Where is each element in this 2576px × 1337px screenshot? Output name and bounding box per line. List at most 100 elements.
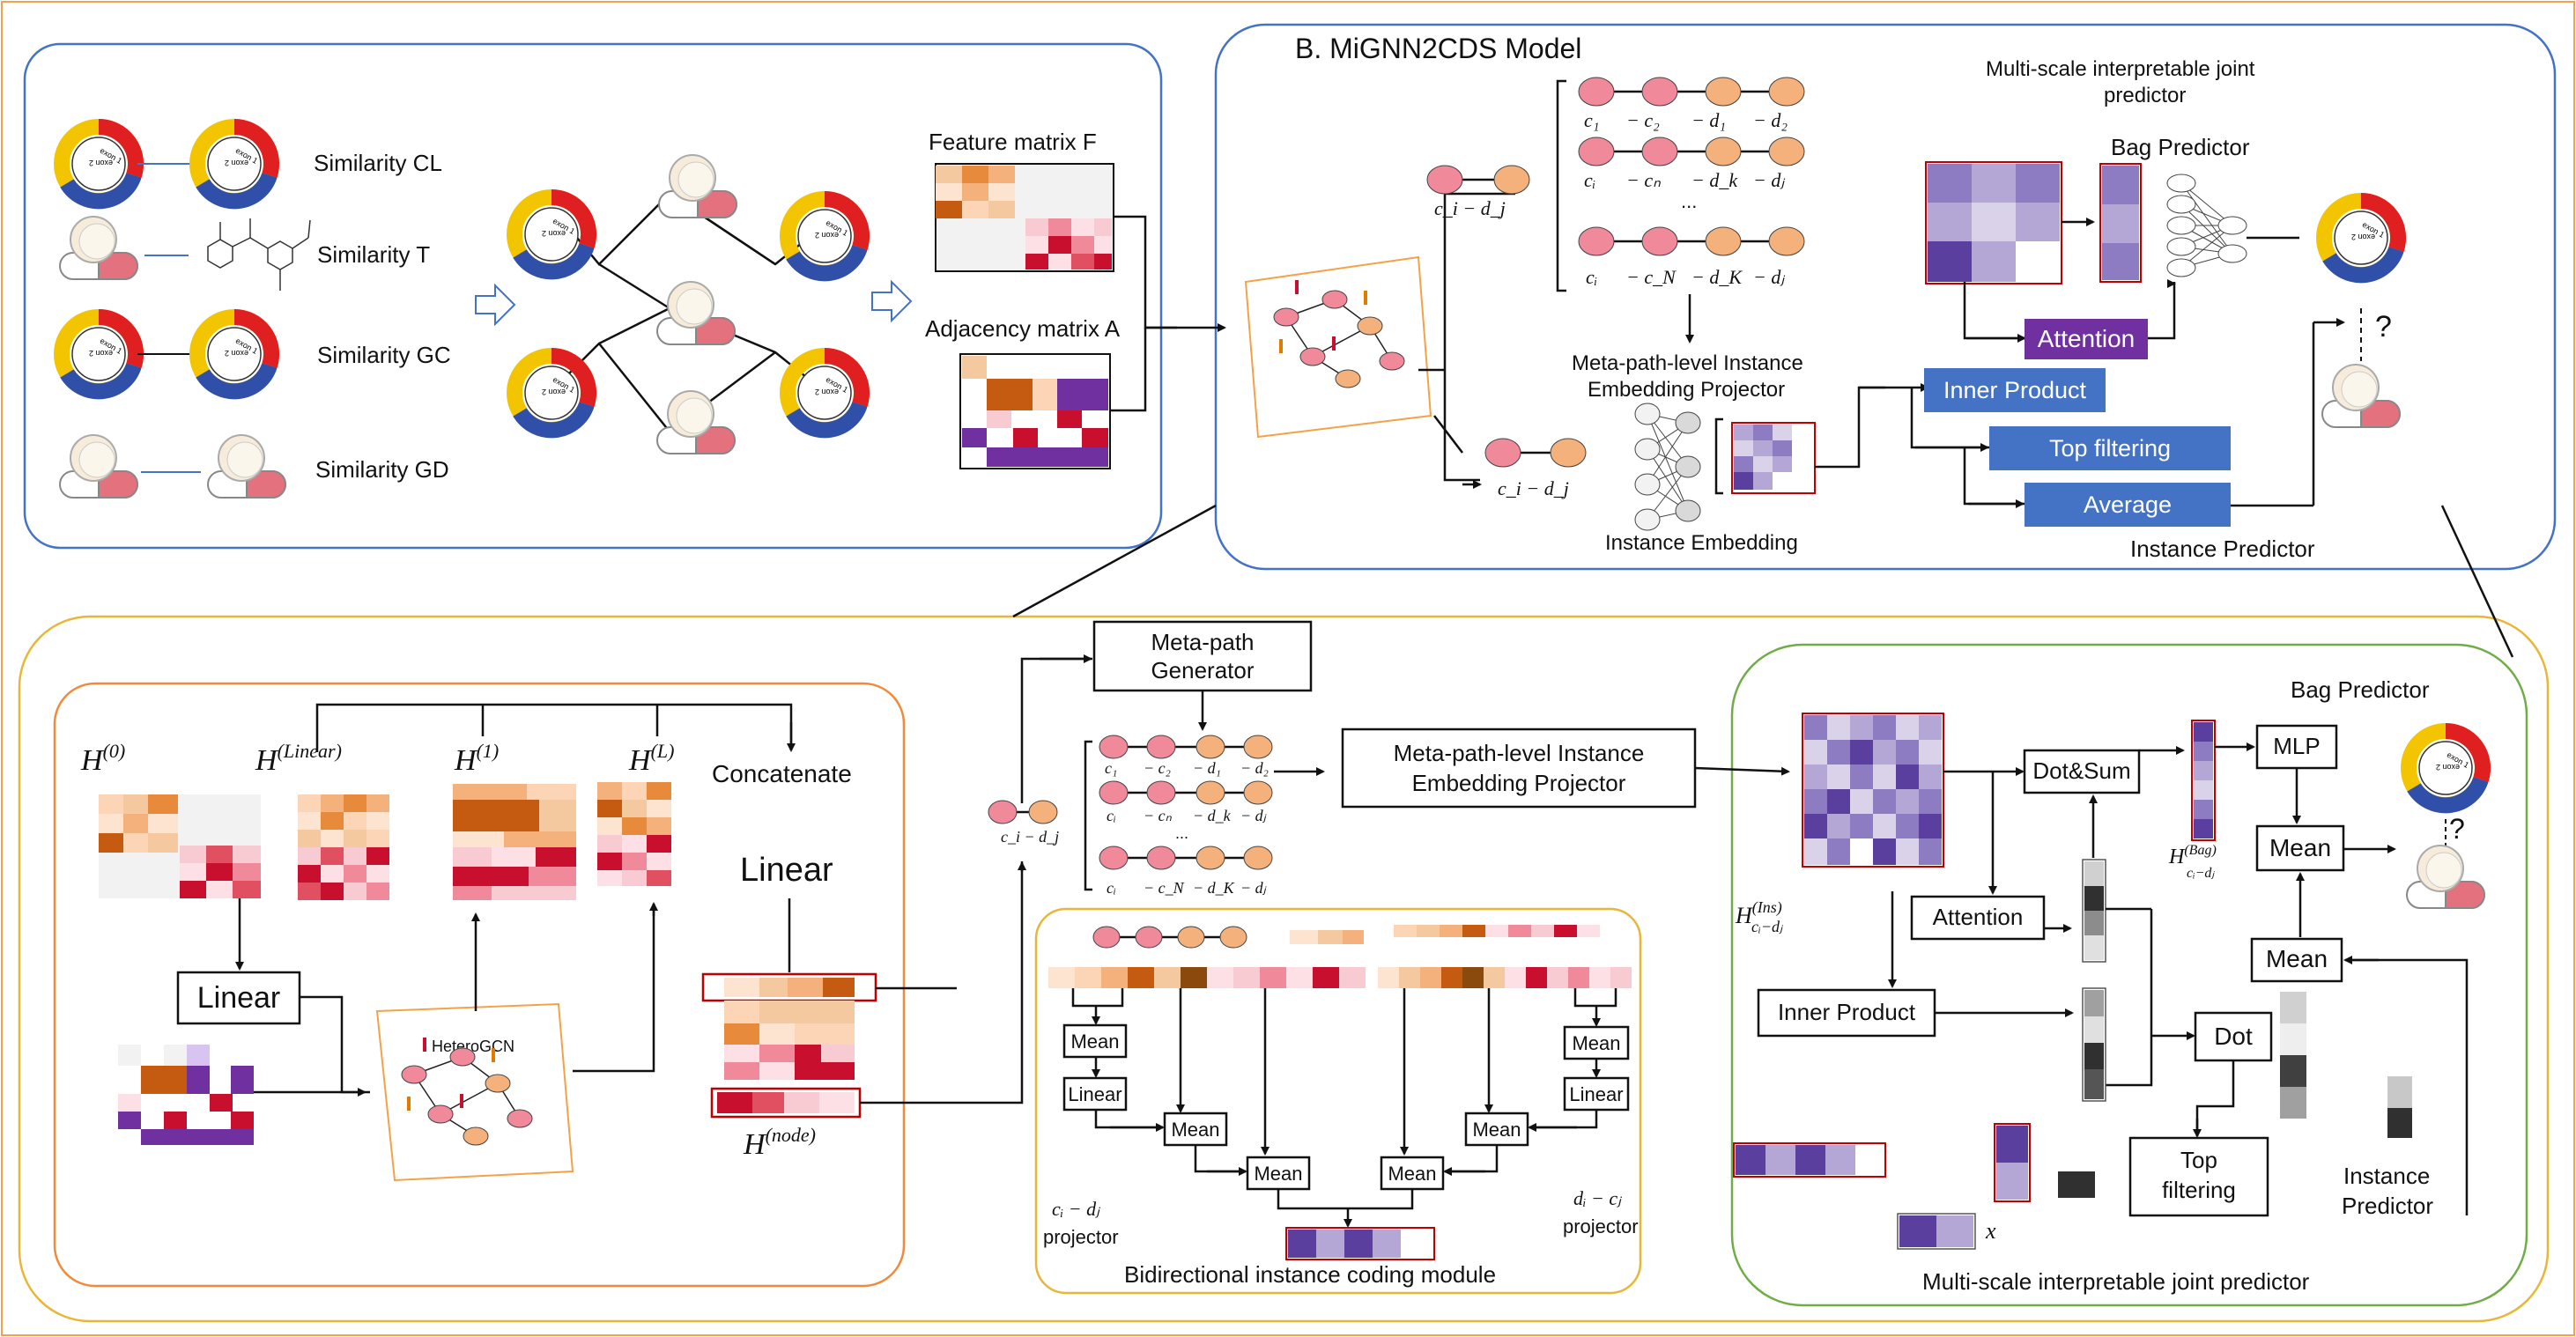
drug-capsule-icon [2321, 364, 2401, 428]
h-symbol: H [743, 1128, 767, 1161]
bag-embedding-matrix [1925, 161, 2062, 284]
h-ins-subscript: cᵢ−dⱼ [1751, 918, 1784, 935]
h-superscript: (Bag) [2184, 843, 2216, 858]
drug-capsule-icon [656, 281, 736, 345]
drug-capsule-icon [207, 434, 286, 499]
metapath-token: − d_k [1691, 169, 1738, 191]
concatenate-label: Concatenate [712, 760, 852, 787]
plasmid-icon [514, 356, 588, 430]
feature-matrix [935, 163, 1114, 272]
metapath-token: − dⱼ [1753, 266, 1785, 288]
adjacency-matrix [959, 353, 1111, 469]
mean-box [1380, 1156, 1445, 1191]
metapath-token: cᵢ [1107, 807, 1116, 824]
average-box [2025, 483, 2231, 527]
plasmid-icon [62, 127, 136, 201]
mean-label: Mean [1254, 1163, 1302, 1185]
metapath-token: − d₁ [1691, 109, 1726, 131]
joint-predictor-title-line1: Multi-scale interpretable joint [1986, 57, 2255, 81]
instance-embedding-network [1634, 403, 1701, 531]
mean-box-bottom [2250, 937, 2343, 983]
h-symbol: H [2168, 846, 2186, 868]
dot-box [2194, 1011, 2273, 1062]
instance-predictor-line1: Instance [2343, 1163, 2430, 1189]
metapath-token: − c_N [1144, 879, 1185, 897]
ellipsis-text: ... [1175, 824, 1188, 842]
metapath-token: − d₂ [1240, 759, 1269, 777]
attention-weights [2082, 859, 2106, 963]
h-symbol: H [628, 744, 653, 777]
x-label: x [1985, 1218, 1996, 1244]
metapath-token: cᵢ [1107, 879, 1116, 897]
metapath-generator-line2: Generator [1151, 657, 1254, 683]
h0-label: H(0) [80, 740, 125, 777]
metapath-token: − d_K [1193, 879, 1235, 897]
bidir-output-vector [1285, 1227, 1435, 1260]
graph-sheet [1244, 255, 1432, 439]
bidir-title: Bidirectional instance coding module [1124, 1261, 1496, 1288]
projector-box [1341, 728, 1697, 809]
h-symbol: H [255, 744, 279, 777]
mean-box [1062, 1023, 1128, 1059]
plasmid-icon [2324, 201, 2398, 275]
hollow-arrow-icon [475, 283, 516, 327]
instance-embedding-label: Instance Embedding [1605, 531, 1798, 555]
bag-predictor-network [2166, 174, 2247, 277]
metapath-generator-box [1092, 620, 1313, 692]
attention-label-d: Attention [1933, 904, 2024, 930]
metapath-token: − d_k [1193, 807, 1232, 824]
metapath-token: − c₂ [1626, 109, 1660, 131]
metapath-row-2: cᵢ − cₙ − d_k − dⱼ [1578, 137, 1805, 191]
linear-small-box [1563, 1076, 1630, 1112]
di-cj-projector-a: dᵢ − cⱼ [1573, 1187, 1622, 1209]
pair-label: c_i − d_j [1434, 197, 1506, 219]
metapath-row-c2: cᵢ − cₙ − d_k − dⱼ [1099, 780, 1273, 824]
h-superscript: (Linear) [278, 740, 342, 762]
average-label: Average [2084, 491, 2172, 518]
top-filtering-line1: Top [2180, 1147, 2217, 1173]
similarity-gd-row: Similarity GD [59, 434, 449, 499]
pair-node-top: c_i − d_j [1426, 165, 1530, 219]
feature-matrix-label: Feature matrix F [929, 129, 1097, 155]
joint-predictor-title-line2: predictor [2104, 84, 2186, 107]
h-superscript: (node) [766, 1124, 816, 1146]
molecule-icon [207, 218, 311, 291]
metapath-token: c₁ [1105, 759, 1117, 777]
metapath-row-c3: cᵢ − c_N − d_K − dⱼ [1099, 846, 1273, 897]
drug-capsule-icon [59, 434, 138, 499]
bidir-node-chain [1092, 926, 1247, 949]
plasmid-icon [788, 356, 862, 430]
metapath-token: c₁ [1584, 109, 1599, 131]
mean-label: Mean [2269, 834, 2331, 861]
similarity-label: Similarity GD [315, 456, 449, 483]
projector-box-line1: Meta-path-level Instance [1394, 740, 1645, 766]
similarity-label: Similarity T [317, 241, 430, 268]
question-mark: ? [2375, 310, 2392, 343]
metapath-row-c1: c₁ − c₂ − d₁ − d₂ [1099, 735, 1273, 777]
h-symbol: H [1735, 903, 1753, 928]
h-ins-label: H(Ins) [1735, 898, 1782, 928]
hlinear-label: H(Linear) [255, 740, 342, 777]
top-filtering-label: Top filtering [2049, 435, 2171, 462]
bidir-sequence-right [1378, 967, 1632, 988]
hL-label: H(L) [628, 740, 674, 777]
dot-scores [2280, 992, 2306, 1119]
pair-node-bottom: c_i − d_j [1484, 438, 1587, 499]
h1-label: H(1) [454, 740, 499, 777]
top-filtering-box-d [2128, 1136, 2269, 1217]
drug-capsule-icon [656, 390, 736, 454]
adjacency-matrix-label: Adjacency matrix A [925, 315, 1121, 342]
linear-small-label: Linear [1569, 1083, 1623, 1105]
h-bag-label: H(Bag) [2168, 843, 2217, 868]
question-mark-d: ? [2449, 813, 2465, 845]
metapath-token: − c₂ [1144, 759, 1171, 777]
metapath-generator-line1: Meta-path [1151, 629, 1254, 655]
similarity-label: Similarity GC [317, 342, 451, 368]
panel-d-title: Multi-scale interpretable joint predicto… [1922, 1268, 2310, 1295]
dot-label: Dot [2214, 1023, 2253, 1050]
panel-b-frame [1214, 23, 2557, 571]
instance-matrix [1802, 713, 1944, 868]
mean-box-top [2255, 824, 2345, 872]
